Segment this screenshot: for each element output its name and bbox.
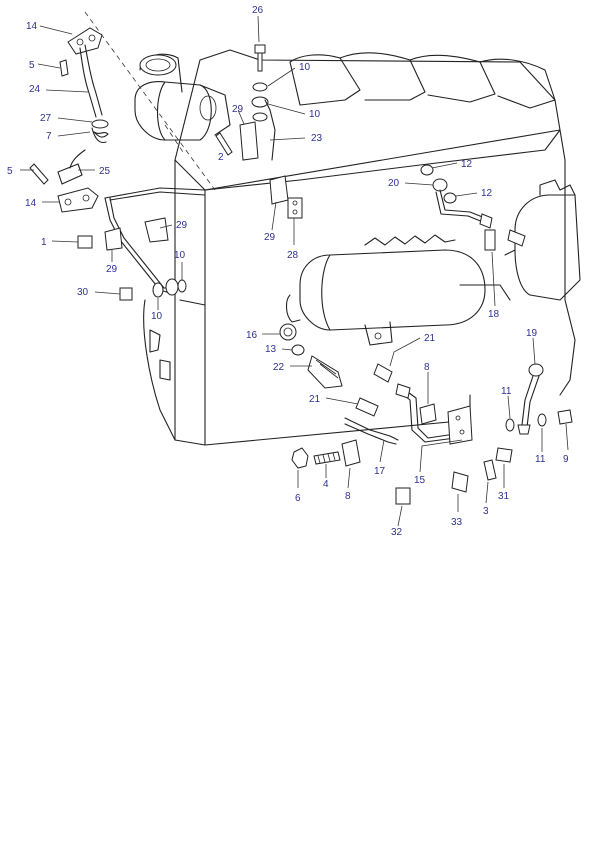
bolt-30 bbox=[119, 287, 133, 301]
callout-12: 12 bbox=[481, 188, 493, 199]
engine-block bbox=[143, 49, 581, 446]
turbocharger bbox=[134, 53, 231, 141]
stud-4 bbox=[313, 451, 341, 465]
callout-32: 32 bbox=[391, 527, 403, 538]
callout-3: 3 bbox=[483, 506, 489, 517]
callout-9: 9 bbox=[563, 454, 569, 465]
callout-21: 21 bbox=[309, 394, 321, 405]
callout-21: 21 bbox=[424, 333, 436, 344]
clip-8b bbox=[341, 439, 361, 467]
callout-14: 14 bbox=[25, 198, 37, 209]
callout-29: 29 bbox=[264, 232, 276, 243]
callout-10: 10 bbox=[151, 311, 163, 322]
clip-8a bbox=[419, 403, 437, 425]
fitting-31 bbox=[495, 447, 513, 463]
callout-29: 29 bbox=[176, 220, 188, 231]
connector-21b bbox=[355, 397, 379, 417]
callout-7: 7 bbox=[46, 131, 52, 142]
callout-11: 11 bbox=[501, 386, 512, 397]
callout-24: 24 bbox=[29, 84, 41, 95]
callout-10: 10 bbox=[309, 109, 321, 120]
leader-lines bbox=[20, 15, 569, 527]
callout-10: 10 bbox=[174, 250, 186, 261]
bolt-5-lower bbox=[29, 163, 49, 185]
callout-31: 31 bbox=[498, 491, 510, 502]
callout-29: 29 bbox=[232, 104, 244, 115]
callout-8: 8 bbox=[345, 491, 351, 502]
clip-29b bbox=[239, 121, 259, 161]
washer-12b bbox=[443, 192, 457, 204]
callout-20: 20 bbox=[388, 178, 400, 189]
washer-11b bbox=[537, 413, 547, 427]
bolt-1 bbox=[77, 235, 93, 249]
callout-8: 8 bbox=[424, 362, 430, 373]
callout-29: 29 bbox=[106, 264, 118, 275]
fitting-33 bbox=[451, 471, 469, 493]
seal-16 bbox=[279, 323, 297, 341]
washer-11a bbox=[505, 418, 515, 432]
callout-14: 14 bbox=[26, 21, 38, 32]
bolt-3 bbox=[483, 459, 497, 481]
callout-25: 25 bbox=[99, 166, 111, 177]
callout-15: 15 bbox=[414, 475, 426, 486]
bolt-2 bbox=[215, 132, 233, 156]
callout-33: 33 bbox=[451, 517, 463, 528]
callout-19: 19 bbox=[526, 328, 538, 339]
callout-18: 18 bbox=[488, 309, 500, 320]
banjo-bolt-9 bbox=[557, 409, 573, 425]
callout-5: 5 bbox=[29, 60, 35, 71]
callout-6: 6 bbox=[295, 493, 301, 504]
fitting-22 bbox=[307, 355, 343, 389]
bolt-18 bbox=[484, 229, 496, 251]
callout-22: 22 bbox=[273, 362, 285, 373]
callout-30: 30 bbox=[77, 287, 89, 298]
bolt-26 bbox=[254, 44, 266, 54]
washer-10 bbox=[252, 82, 268, 92]
connector-21a bbox=[373, 363, 393, 383]
dashed-assembly-line bbox=[84, 11, 216, 191]
oil-feed-pipe bbox=[59, 27, 103, 118]
nut-6 bbox=[291, 447, 309, 469]
clip-29d bbox=[104, 227, 123, 251]
washer-12a bbox=[420, 164, 434, 176]
callout-12: 12 bbox=[461, 159, 473, 170]
callout-13: 13 bbox=[265, 344, 277, 355]
oil-drain-pipe bbox=[57, 119, 109, 213]
callout-1: 1 bbox=[41, 237, 47, 248]
callout-28: 28 bbox=[287, 250, 299, 261]
fitting-32 bbox=[395, 487, 411, 505]
callout-4: 4 bbox=[323, 479, 329, 490]
callout-23: 23 bbox=[311, 133, 323, 144]
bracket-15 bbox=[447, 405, 473, 445]
callout-5: 5 bbox=[7, 166, 13, 177]
callout-11: 11 bbox=[535, 454, 546, 465]
callout-labels: 26 14 5 24 10 29 10 27 7 23 2 5 25 12 20… bbox=[7, 5, 569, 538]
callout-10: 10 bbox=[299, 62, 311, 73]
clip-29a bbox=[144, 217, 169, 243]
callout-2: 2 bbox=[218, 152, 224, 163]
callout-27: 27 bbox=[40, 113, 52, 124]
washer-13 bbox=[291, 344, 305, 356]
plate-28 bbox=[287, 197, 303, 219]
callout-26: 26 bbox=[252, 5, 264, 16]
clip-29c bbox=[269, 175, 289, 205]
callout-17: 17 bbox=[374, 466, 386, 477]
callout-16: 16 bbox=[246, 330, 258, 341]
